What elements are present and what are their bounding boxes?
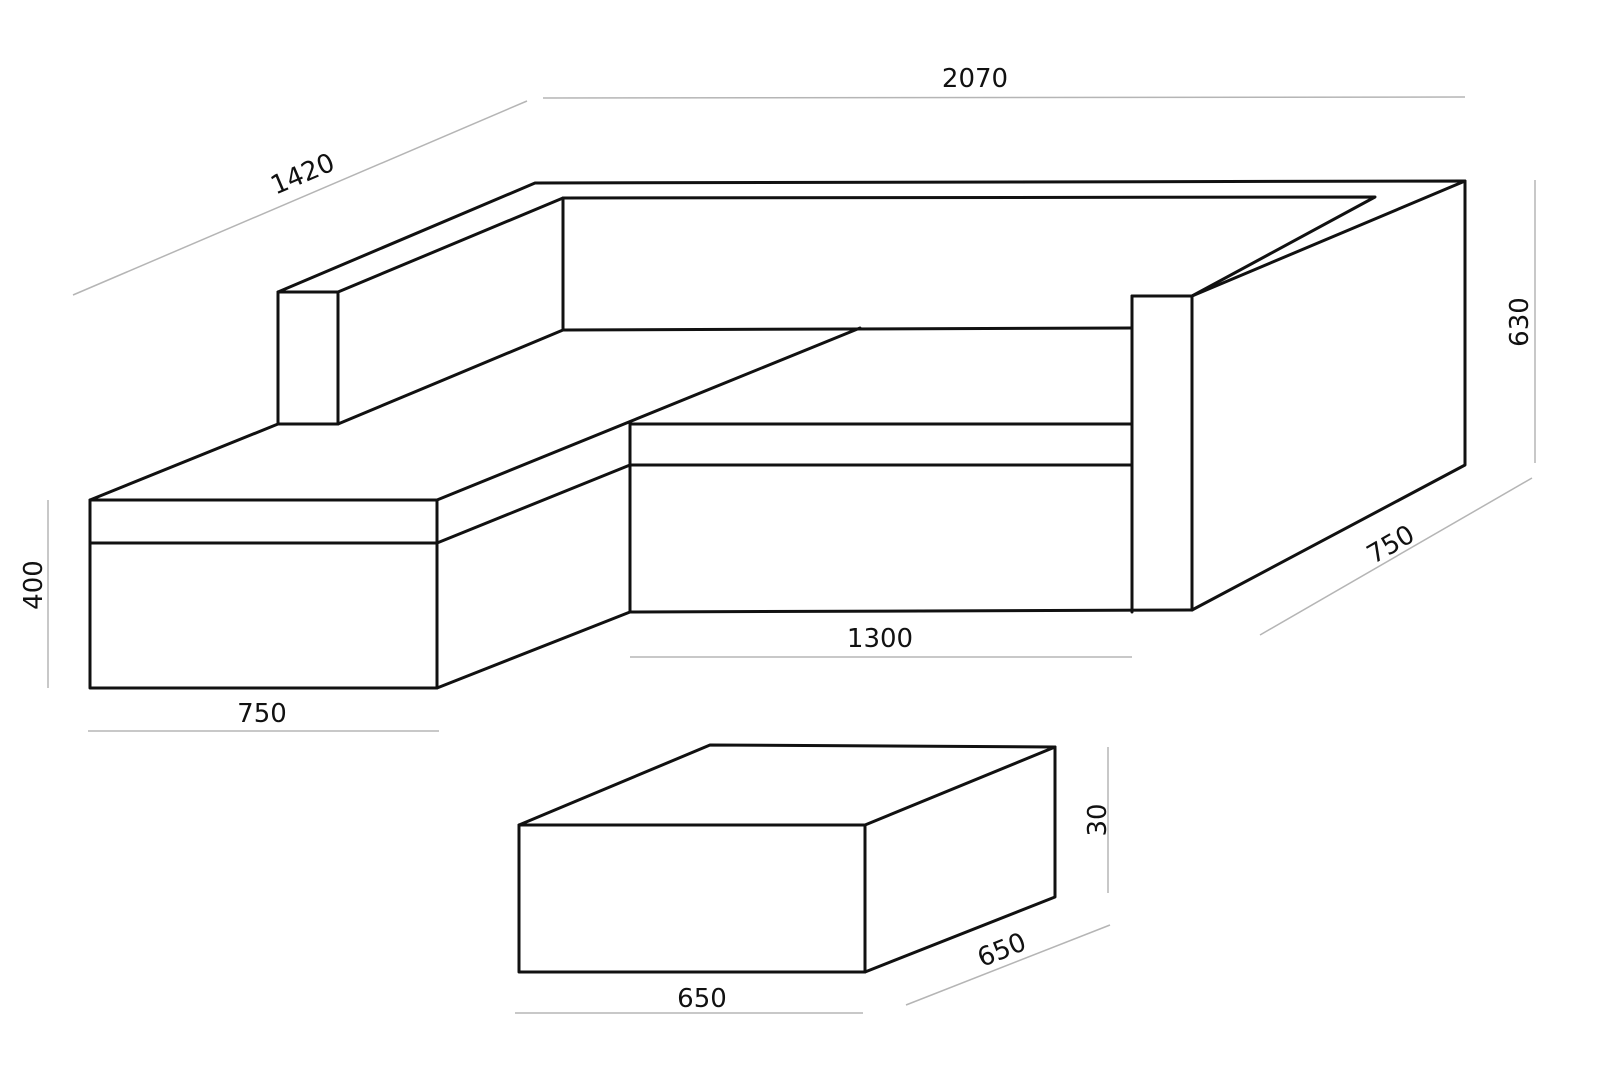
dimension-line (905, 924, 1111, 1006)
dimension-line (542, 96, 1466, 99)
dim-label-sofa-height: 630 (1505, 297, 1535, 347)
dimension-lines (47, 96, 1536, 1014)
sofa-edge (628, 422, 1194, 614)
dim-label-chaise-height: 400 (19, 560, 49, 610)
dim-label-chaise-width: 750 (237, 699, 287, 729)
dim-label-total-depth: 1420 (267, 148, 340, 201)
dim-label-seat-depth: 750 (1362, 520, 1420, 571)
ottoman-edge (517, 823, 867, 974)
sofa-edge (435, 610, 632, 690)
dim-label-ottoman-width: 650 (677, 984, 727, 1014)
dimension-line (72, 100, 528, 296)
ottoman-edge (517, 743, 1057, 827)
sofa-edge (435, 326, 862, 502)
sofa-edge (88, 422, 340, 502)
sofa-edge (336, 290, 1134, 426)
dim-label-total-width: 2070 (942, 64, 1008, 94)
sofa-edge (88, 463, 632, 545)
dim-label-seat-width: 1300 (847, 624, 913, 654)
ottoman-drawing (517, 743, 1057, 974)
dim-label-ottoman-height: 30 (1083, 803, 1113, 836)
sofa-edge (88, 498, 439, 690)
ottoman-edge (863, 745, 1057, 974)
sofa-edge (276, 195, 1377, 426)
corner-sofa-drawing (88, 179, 1467, 690)
dimension-line (1259, 477, 1533, 636)
